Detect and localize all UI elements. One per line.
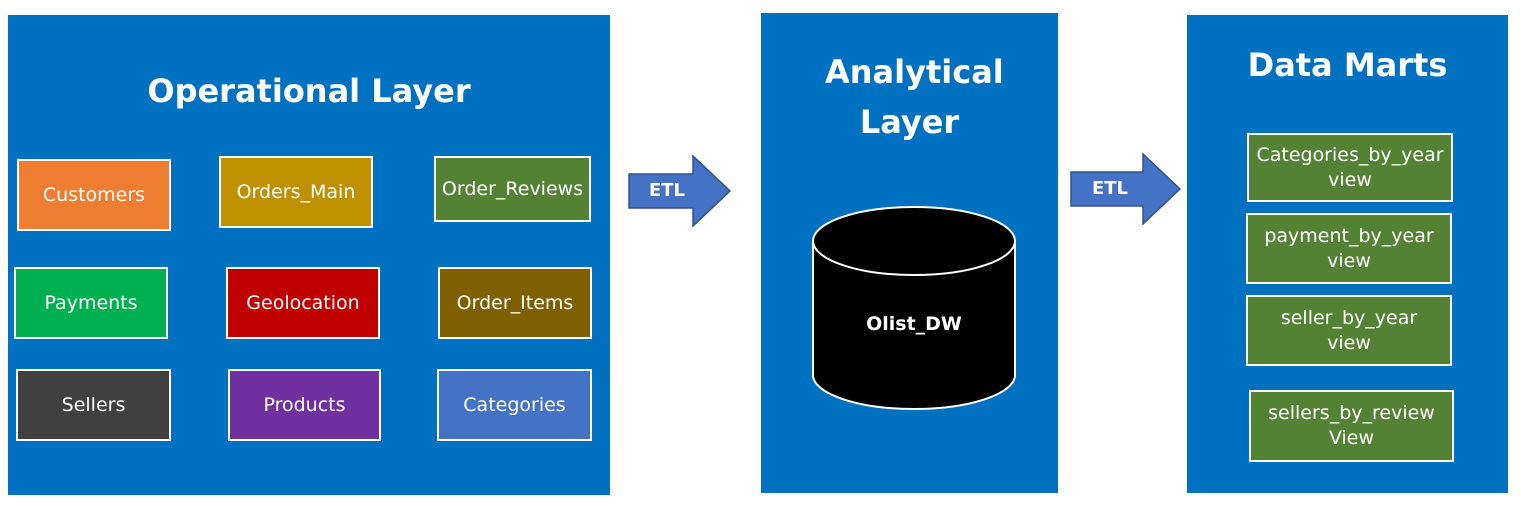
etl-arrow-1: ETL bbox=[628, 155, 732, 227]
etl-arrow-2-label: ETL bbox=[1091, 177, 1129, 199]
table-categories: Categories bbox=[437, 369, 592, 441]
etl-arrow-1-label: ETL bbox=[648, 179, 686, 201]
view-categories-by-year: Categories_by_year view bbox=[1247, 133, 1453, 202]
table-order-items: Order_Items bbox=[438, 267, 592, 339]
table-orders-main: Orders_Main bbox=[219, 156, 373, 228]
database-cylinder-icon bbox=[812, 206, 1016, 410]
right-arrow-icon bbox=[628, 155, 732, 227]
view-sellers-by-review: sellers_by_review View bbox=[1249, 390, 1454, 462]
analytical-layer-title: Analytical Layer bbox=[825, 53, 1004, 141]
table-geolocation: Geolocation bbox=[226, 267, 380, 339]
database-label: Olist_DW bbox=[866, 313, 962, 335]
analytical-layer-panel: Analytical Layer bbox=[761, 13, 1058, 493]
table-payments: Payments bbox=[14, 267, 168, 339]
data-marts-title: Data Marts bbox=[1247, 46, 1448, 84]
right-arrow-icon bbox=[1070, 153, 1182, 225]
table-order-reviews: Order_Reviews bbox=[434, 156, 591, 222]
view-payment-by-year: payment_by_year view bbox=[1246, 213, 1452, 284]
table-sellers: Sellers bbox=[16, 369, 171, 441]
view-seller-by-year: seller_by_year view bbox=[1246, 295, 1452, 366]
operational-layer-title: Operational Layer bbox=[147, 72, 471, 110]
table-products: Products bbox=[228, 369, 381, 441]
etl-arrow-2: ETL bbox=[1070, 153, 1182, 225]
table-customers: Customers bbox=[17, 159, 171, 231]
